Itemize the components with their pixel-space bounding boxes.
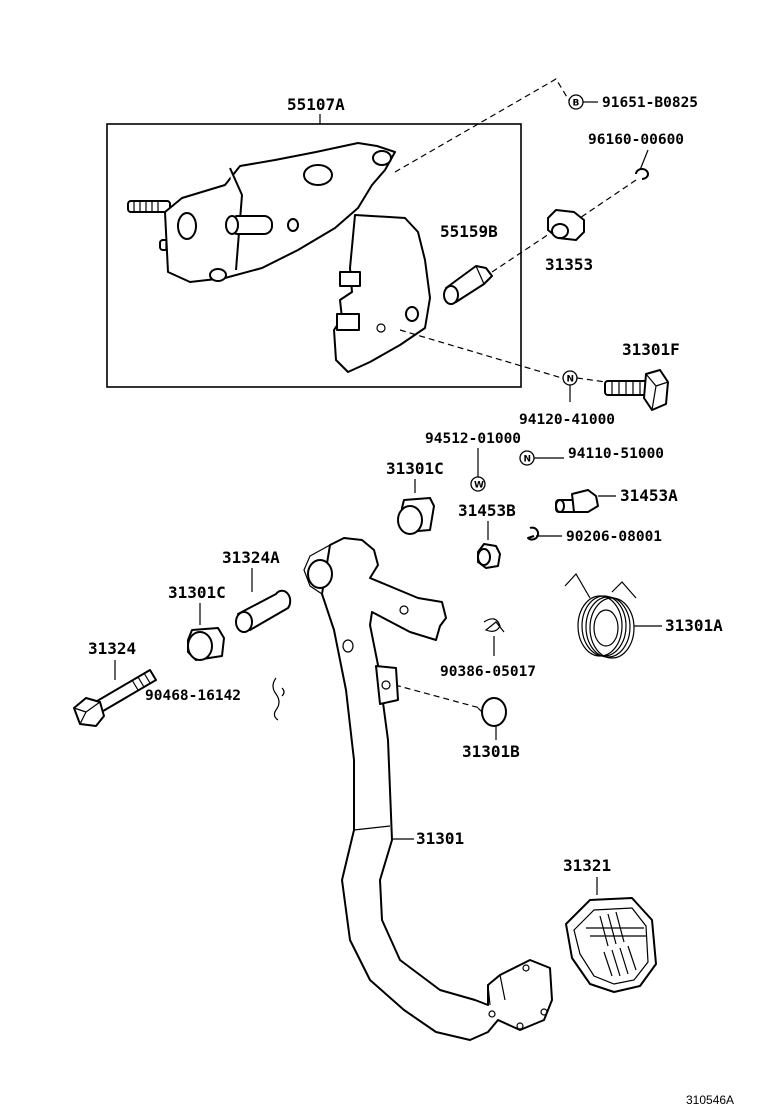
pedal-bracket [164,142,431,373]
clip-902-part [527,526,540,541]
pedal-pad-part [565,897,657,993]
diagram-reference-code: 310546A [686,1093,734,1107]
label-stopper-453b: 31453B [458,501,516,520]
label-bolt-453a: 31453A [620,486,678,505]
label-bushing-top: 31301C [386,459,444,478]
label-spring: 31301A [665,616,723,635]
svg-text:N: N [567,375,575,385]
spring-part [564,572,637,659]
bracket-assembly-group: 55107A [106,95,522,388]
stopper-453b-part [477,543,501,569]
pin-clip-part [272,677,285,721]
label-bolt-31324: 31324 [88,639,136,658]
bushing-top-part [397,497,435,535]
bolt-31324-part [73,669,157,727]
clip-903-part [483,618,505,633]
leader-cushion [394,684,481,709]
label-nut-n-mid: 94110-51000 [568,446,664,462]
label-pedal-pad: 31321 [563,856,611,875]
leader-bolt-b [394,78,571,173]
label-bushing-left: 31301C [168,583,226,602]
label-clip-top: 96160-00600 [588,132,684,148]
leader-bracket-nut [399,329,563,379]
label-nut-n-top: 94120-41000 [519,412,615,428]
nut-31353-part [547,209,585,241]
bracket-stud-upper [127,200,171,213]
bushing-left-part [187,627,225,661]
leader-clip-top [573,179,637,223]
label-clip-903: 90386-05017 [440,664,536,680]
bolt-b-symbol: B [568,94,584,110]
leader-pin [491,231,553,273]
pedal-arm-part [303,537,553,1041]
label-cushion: 31301B [462,742,520,761]
bolt-453a-part [555,489,599,513]
bracket-assembly-box [106,123,522,388]
label-bolt-b: 91651-B0825 [602,95,698,111]
label-nut-31353: 31353 [545,255,593,274]
bolt-31301f-part [604,369,669,411]
nut-n-mid-symbol: N [519,450,535,466]
svg-text:N: N [524,455,532,465]
washer-w-symbol: W [470,476,486,492]
pin-part [443,265,493,305]
label-pin: 55159B [440,222,498,241]
label-collar: 31324A [222,548,280,567]
nut-n-top-symbol: N [562,370,578,386]
label-bolt-31301f: 31301F [622,340,680,359]
clip-top-part [635,168,649,180]
label-washer-w: 94512-01000 [425,431,521,447]
label-pin-clip: 90468-16142 [145,688,241,704]
svg-text:W: W [474,481,484,491]
cushion-part [477,697,507,727]
label-clip-902: 90206-08001 [566,529,662,545]
label-bracket-assembly: 55107A [287,95,345,114]
collar-part [235,589,292,633]
svg-text:B: B [573,99,580,109]
label-pedal-arm: 31301 [416,829,464,848]
